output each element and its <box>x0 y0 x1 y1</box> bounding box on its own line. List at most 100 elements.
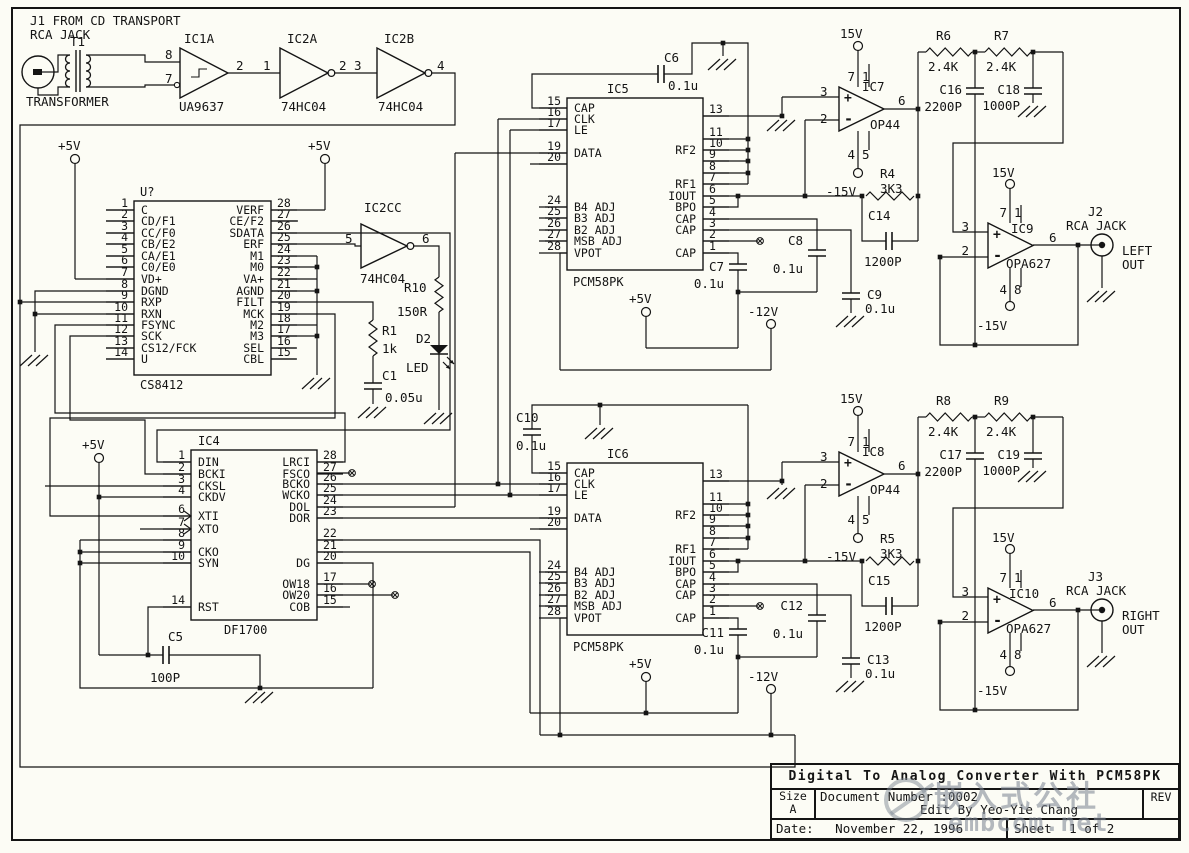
pin-number: 16 <box>277 334 291 348</box>
led-arrow-icon <box>445 365 450 369</box>
rev-label: REV <box>1142 790 1178 818</box>
power-label--15V: -15V <box>826 549 857 564</box>
label: 4 <box>999 647 1007 662</box>
junction-dot <box>96 494 102 500</box>
junction-dot <box>77 560 83 566</box>
pin-number: 18 <box>277 311 291 325</box>
pin-number: 28 <box>323 448 337 462</box>
jack-pin <box>33 69 42 75</box>
schmitt-icon <box>191 68 207 78</box>
label: RCA JACK <box>1066 218 1127 233</box>
pin-number: 13 <box>114 334 128 348</box>
pin-number: 21 <box>323 538 337 552</box>
power-circle <box>1004 300 1016 312</box>
junction-dot <box>314 264 320 270</box>
pin-name: RST <box>198 600 219 614</box>
pin-name: RXN <box>141 307 162 321</box>
power-label-15V: 15V <box>992 530 1015 545</box>
no-connect-mark <box>757 603 763 609</box>
label: 7 <box>847 434 855 449</box>
size-value: A <box>789 802 797 816</box>
label: 8 <box>1014 647 1022 662</box>
junction-dot <box>1075 242 1081 248</box>
minus-input-icon: - <box>993 612 1002 630</box>
label: R6 <box>936 28 951 43</box>
pin-number: 8 <box>121 277 128 291</box>
pin-number: 19 <box>547 139 561 153</box>
pin-name: ERF <box>243 237 264 251</box>
label: 1200P <box>864 619 902 634</box>
pin-number: 11 <box>709 490 723 504</box>
pin-name: SCK <box>141 329 162 343</box>
pin-number: 19 <box>547 504 561 518</box>
power-circle <box>640 306 652 318</box>
label: R8 <box>936 393 951 408</box>
pin-number: 8 <box>178 526 185 540</box>
ic-part: PCM58PK <box>573 640 624 654</box>
label: D2 <box>416 331 431 346</box>
pin-name: CAP <box>574 466 595 480</box>
pin-number: 5 <box>121 242 128 256</box>
ground-symbol <box>301 377 315 390</box>
ground-symbol <box>766 487 780 500</box>
label: IC1A <box>184 31 215 46</box>
junction-dot <box>745 501 751 507</box>
plus-input-icon: + <box>844 456 852 471</box>
power-circle <box>852 40 864 52</box>
junction-dot <box>557 732 563 738</box>
label: 8 <box>1014 282 1022 297</box>
size-label: Size <box>779 789 807 803</box>
power-label-15V: 15V <box>840 391 863 406</box>
pin-number: 24 <box>547 193 561 207</box>
plus-input-icon: + <box>993 593 1001 608</box>
label: 1 <box>862 434 870 449</box>
label: OPA627 <box>1006 256 1051 271</box>
ground-symbol <box>592 427 606 440</box>
junction-dot <box>745 523 751 529</box>
pin-number: 4 <box>709 570 716 584</box>
label: 3 <box>354 58 362 73</box>
pin-number: 27 <box>277 207 291 221</box>
jack-pin <box>1098 241 1106 249</box>
label: 1 <box>1014 570 1022 585</box>
pin-name: U <box>141 352 148 366</box>
document-number: Document Number :0002 <box>820 789 979 804</box>
power-circle <box>1004 543 1016 555</box>
no-connect-mark <box>369 581 375 587</box>
power-circle <box>319 153 331 165</box>
pin-number: 12 <box>114 322 128 336</box>
label: 0.1u <box>865 301 895 316</box>
label: IC8 <box>862 444 885 459</box>
label: TRANSFORMER <box>26 94 109 109</box>
pin-number: 14 <box>114 345 128 359</box>
label: 3K3 <box>880 546 903 561</box>
pin-name: M3 <box>250 329 264 343</box>
resistor-R4 <box>865 191 915 201</box>
power-label-+5V: +5V <box>629 291 652 306</box>
junction-dot <box>745 158 751 164</box>
pin-name: SDATA <box>229 226 264 240</box>
ground-symbol <box>1033 105 1047 118</box>
label: 6 <box>1049 230 1057 245</box>
pin-number: 2 <box>709 227 716 241</box>
pin-name: MSB ADJ <box>574 234 622 248</box>
pin-name: XTO <box>198 522 219 536</box>
label: 1k <box>382 341 398 356</box>
pin-number: 24 <box>547 558 561 572</box>
wire <box>703 218 818 250</box>
label: LEFT <box>1122 243 1153 258</box>
no-connect-mark <box>349 470 355 476</box>
junction-dot <box>745 512 751 518</box>
label: 4 <box>847 512 855 527</box>
ground-symbol <box>715 58 729 71</box>
label: J2 <box>1088 204 1103 219</box>
pin-number: 8 <box>709 159 716 173</box>
schematic-title: Digital To Analog Converter With PCM58PK <box>772 765 1178 790</box>
junction-dot <box>745 170 751 176</box>
plus-input-icon: + <box>993 228 1001 243</box>
opamp-IC9 <box>987 221 1035 270</box>
transformer-T1-winding <box>85 54 92 88</box>
power-label-15V: 15V <box>840 26 863 41</box>
pin-name: M1 <box>250 249 264 263</box>
